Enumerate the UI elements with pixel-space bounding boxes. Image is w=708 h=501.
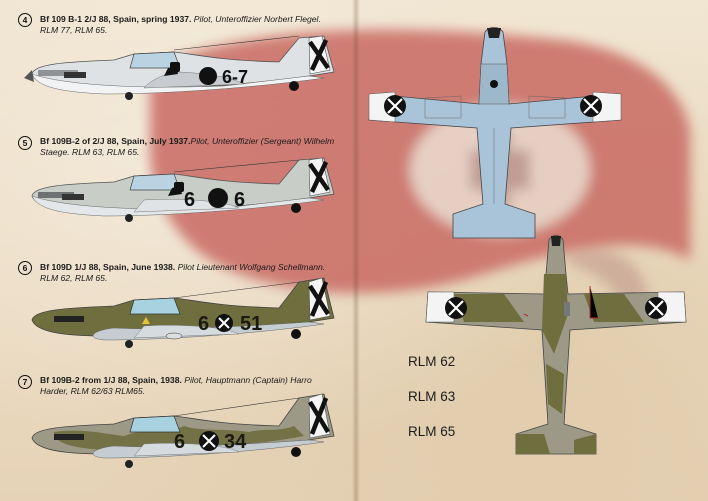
- profile-caption: Bf 109B-2 of 2/J 88, Spain, July 1937.Pi…: [40, 136, 362, 158]
- caption-title: Bf 109B-2 from 1/J 88, Spain, 1938.: [40, 375, 182, 385]
- color-legend-item: RLM 62: [408, 354, 456, 369]
- profile-number: 7: [18, 375, 32, 389]
- page-fold: [352, 0, 360, 501]
- caption-colors: Harder, RLM 62/63 RLM65.: [40, 386, 146, 396]
- fuselage-code-left: 6: [174, 431, 185, 453]
- profile-side-view: 6 34: [31, 393, 335, 468]
- fuselage-code-right: 34: [224, 431, 247, 453]
- plan-view-upper: [368, 27, 622, 239]
- profile-side-view: 6-7: [24, 35, 335, 100]
- profile-number: 4: [18, 13, 32, 27]
- caption-colors: Staege. RLM 63, RLM 65.: [40, 147, 140, 157]
- color-legend-item: RLM 63: [408, 389, 456, 404]
- profile-number: 6: [18, 261, 32, 275]
- profile-side-view: 6 51: [31, 277, 335, 348]
- caption-pilot: Pilot, Hauptmann (Captain) Harro: [181, 375, 312, 385]
- fuselage-code-right: 51: [240, 313, 262, 335]
- plan-view-lower: [425, 235, 687, 455]
- profile-side-view: 6 6: [31, 157, 335, 222]
- caption-colors: RLM 62, RLM 65.: [40, 273, 108, 283]
- profile-caption: Bf 109B-2 from 1/J 88, Spain, 1938. Pilo…: [40, 375, 370, 397]
- fuselage-code: 6-7: [222, 67, 248, 87]
- profile-number: 5: [18, 136, 32, 150]
- caption-title: Bf 109B-2 of 2/J 88, Spain, July 1937.: [40, 136, 191, 146]
- fuselage-code-right: 6: [234, 189, 245, 211]
- caption-title: Bf 109 B-1 2/J 88, Spain, spring 1937.: [40, 14, 192, 24]
- caption-pilot: Pilot Lieutenant Wolfgang Schellmann.: [175, 262, 326, 272]
- fuselage-code-left: 6: [198, 313, 209, 335]
- color-legend-item: RLM 65: [408, 424, 456, 439]
- fuselage-code-left: 6: [184, 189, 195, 211]
- caption-pilot: Pilot, Unteroffizier Norbert Flegel.: [191, 14, 321, 24]
- caption-pilot: Pilot, Unteroffizier (Sergeant) Wilhelm: [190, 136, 335, 146]
- caption-colors: RLM 77, RLM 65.: [40, 25, 108, 35]
- profile-caption: Bf 109 B-1 2/J 88, Spain, spring 1937. P…: [40, 14, 370, 36]
- caption-title: Bf 109D 1/J 88, Spain, June 1938.: [40, 262, 176, 272]
- profile-caption: Bf 109D 1/J 88, Spain, June 1938. Pilot …: [40, 262, 370, 284]
